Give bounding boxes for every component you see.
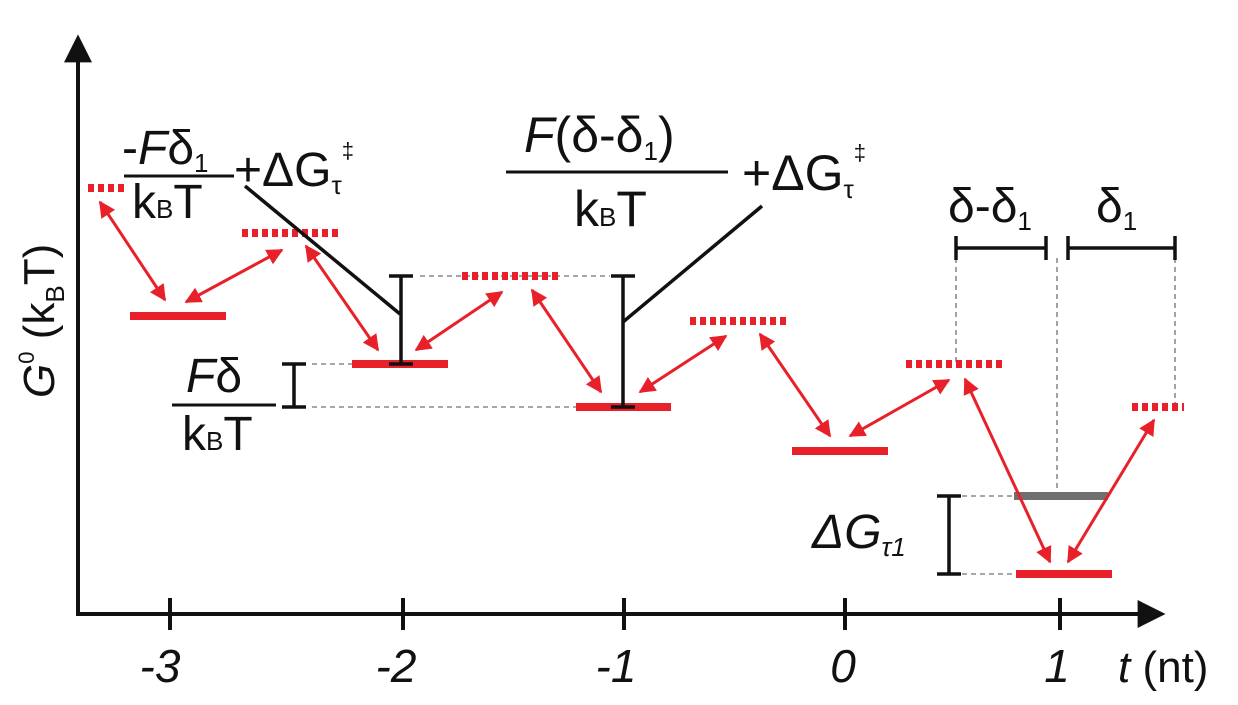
x-axis-ticks bbox=[168, 598, 1062, 630]
bracket-dg-tau1 bbox=[937, 494, 961, 576]
tick-label-1: 1 bbox=[1044, 640, 1070, 692]
arrow-10 bbox=[1066, 418, 1156, 564]
arrow-9 bbox=[963, 377, 1052, 564]
arrow-2 bbox=[184, 248, 284, 304]
tick-label-0: 0 bbox=[830, 640, 856, 692]
bracket-delta-minus-delta1 bbox=[954, 236, 1048, 260]
label-delta1: δ1 bbox=[1096, 180, 1137, 236]
x-axis-unit: (nt) bbox=[1130, 643, 1208, 692]
arrow-8 bbox=[848, 378, 951, 438]
brackets bbox=[243, 184, 1177, 576]
states-solid bbox=[130, 312, 1112, 578]
tick-label-neg1: -1 bbox=[596, 640, 637, 692]
fd-denominator: kBT bbox=[182, 408, 253, 461]
svg-text:G0 (kBT): G0 (kBT) bbox=[14, 244, 70, 398]
arrow-1 bbox=[98, 200, 167, 302]
leader-mid bbox=[621, 204, 764, 324]
label-dg-tau1: ΔGτ1 bbox=[811, 506, 906, 562]
states-dotted bbox=[88, 184, 1184, 411]
left-denominator: kBT bbox=[132, 176, 203, 229]
annotation-left-barrier: -Fδ1 kBT +ΔGτ‡ bbox=[122, 122, 354, 229]
x-axis-symbol: t bbox=[1118, 643, 1132, 692]
x-tick-labels: -3 -2 -1 0 1 bbox=[140, 640, 1070, 692]
left-plus-dg: +ΔGτ‡ bbox=[234, 138, 354, 200]
bracket-fd bbox=[282, 362, 306, 409]
fd-numerator: Fδ bbox=[186, 350, 242, 403]
tick-label-neg3: -3 bbox=[140, 640, 181, 692]
y-axis-unit-close: T) bbox=[15, 244, 64, 286]
mid-plus-dg: +ΔGτ‡ bbox=[742, 140, 866, 204]
arrow-6 bbox=[638, 334, 728, 394]
annotation-fd: Fδ kBT bbox=[172, 350, 276, 461]
y-axis-superscript: 0 bbox=[14, 352, 39, 364]
y-axis-title: G0 (kBT) bbox=[14, 244, 70, 398]
bracket-mid-barrier bbox=[611, 274, 635, 409]
left-numerator: -Fδ1 bbox=[122, 122, 209, 178]
leader-left bbox=[243, 184, 402, 316]
arrow-4 bbox=[414, 290, 504, 352]
tick-label-neg2: -2 bbox=[376, 640, 417, 692]
label-delta-minus-delta1: δ-δ1 bbox=[948, 180, 1032, 236]
bracket-left-barrier bbox=[389, 274, 413, 366]
y-axis-symbol: G bbox=[15, 364, 64, 398]
y-axis-unit-open: (k bbox=[15, 302, 64, 352]
x-axis-title: t (nt) bbox=[1118, 643, 1208, 692]
guide-lines bbox=[312, 258, 1176, 575]
bracket-delta1 bbox=[1066, 236, 1177, 260]
mid-denominator: kBT bbox=[574, 181, 647, 237]
annotation-mid-barrier: F(δ-δ1) kBT +ΔGτ‡ bbox=[506, 107, 866, 237]
mid-numerator: F(δ-δ1) bbox=[524, 107, 675, 166]
arrow-3 bbox=[304, 244, 380, 352]
arrow-7 bbox=[758, 332, 832, 438]
y-axis-unit-sub: B bbox=[40, 285, 70, 302]
axes bbox=[64, 34, 1166, 630]
arrow-5 bbox=[530, 288, 603, 394]
transition-arrows bbox=[98, 200, 1156, 564]
